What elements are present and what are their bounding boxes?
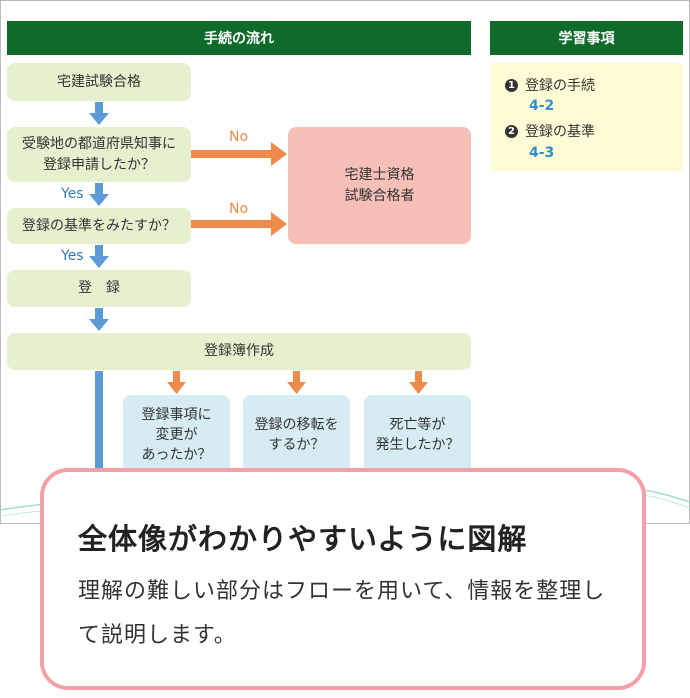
study-item-2-ref[interactable]: 4-3 [529, 145, 555, 161]
no-label-2: No [229, 201, 249, 217]
yes-label-1: Yes [61, 186, 84, 202]
study-item-1-label: 登録の手続 [525, 78, 595, 94]
node-apply-line1: 受験地の都道府県知事に [22, 136, 176, 153]
feature-card-title: 全体像がわかりやすいように図解 [78, 522, 528, 556]
study-items-box: 1 登録の手続 4-2 2 登録の基準 4-3 [491, 63, 683, 171]
study-item-2-label: 登録の基準 [525, 124, 595, 140]
node-transfer-line1: 登録の移転を [254, 416, 339, 433]
study-item-2-number: 2 [505, 124, 518, 138]
node-standard-label: 登録の基準をみたすか？ [22, 217, 176, 234]
feature-card-body: 理解の難しい部分はフローを用いて、情報を整理して説明します。 [78, 579, 606, 648]
node-register: 登 録 [7, 270, 191, 307]
node-standard-question: 登録の基準をみたすか？ [7, 208, 191, 244]
study-header: 学習事項 [490, 21, 683, 55]
node-exam-passer: 宅建士資格 試験合格者 [288, 127, 471, 244]
node-death-question: 死亡等が 発生したか？ [364, 395, 471, 475]
flow-header: 手続の流れ [7, 21, 471, 55]
node-death-line2: 発生したか？ [375, 437, 460, 453]
study-item-1-ref[interactable]: 4-2 [529, 98, 555, 114]
flow-panel: 手続の流れ 学習事項 宅建試験合格 受験地の都道府県知事に 登録申請したか？ 登… [0, 0, 690, 524]
node-passer-line2: 試験合格者 [344, 187, 415, 204]
no-label-1: No [229, 129, 249, 145]
node-registry: 登録簿作成 [7, 333, 471, 370]
node-transfer-line2: するか？ [268, 437, 325, 453]
node-exam-pass-label: 宅建試験合格 [57, 73, 141, 90]
study-item-2: 2 登録の基準 [505, 121, 595, 141]
node-change-question: 登録事項に 変更が あったか？ [123, 395, 230, 475]
node-transfer-question: 登録の移転を するか？ [243, 395, 350, 475]
node-exam-pass: 宅建試験合格 [7, 63, 191, 101]
node-death-line1: 死亡等が [389, 416, 446, 433]
feature-card: 全体像がわかりやすいように図解 理解の難しい部分はフローを用いて、情報を整理して… [40, 468, 646, 690]
node-registry-label: 登録簿作成 [204, 343, 274, 360]
node-change-line1: 登録事項に [141, 406, 212, 423]
study-item-1: 1 登録の手続 [505, 75, 595, 95]
node-apply-question: 受験地の都道府県知事に 登録申請したか？ [7, 127, 191, 182]
node-change-line2: 変更が [155, 426, 198, 443]
node-apply-line2: 登録申請したか？ [43, 156, 155, 173]
node-register-label: 登 録 [78, 280, 120, 297]
yes-label-2: Yes [61, 248, 84, 264]
node-change-line3: あったか？ [141, 447, 212, 464]
flow-arrows [89, 102, 428, 523]
node-passer-line1: 宅建士資格 [344, 167, 415, 184]
study-item-1-number: 1 [505, 78, 518, 92]
